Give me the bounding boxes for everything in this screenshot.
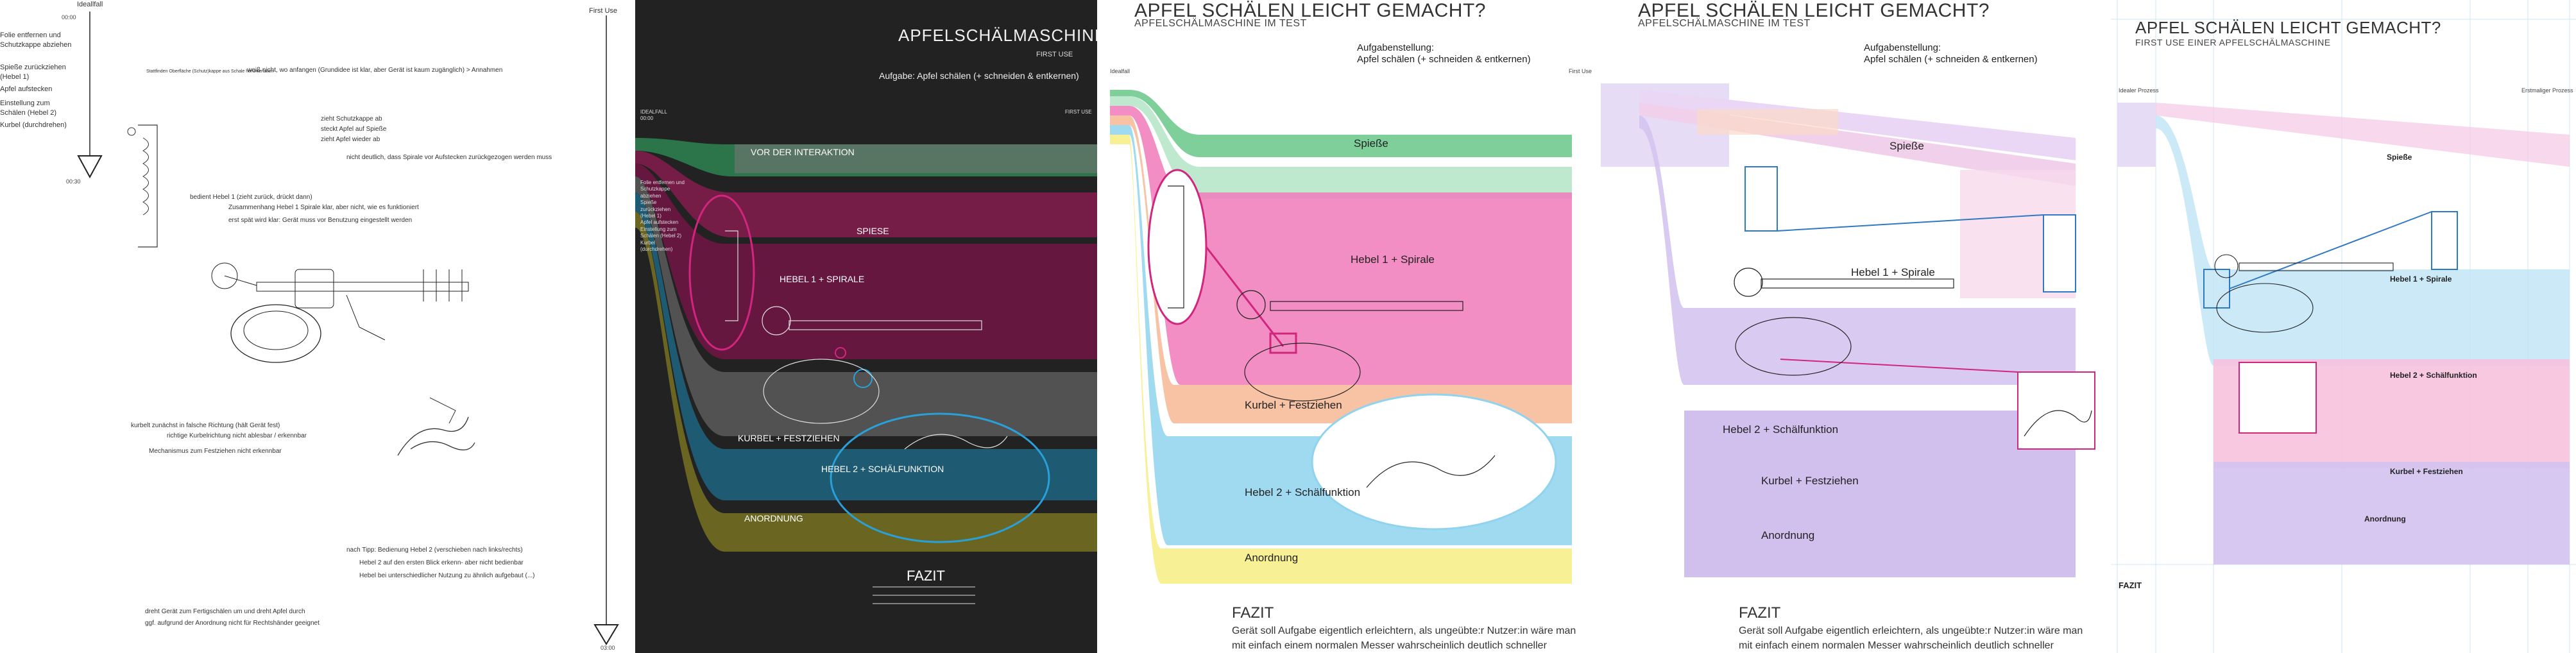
timeline-0030: 00:30 — [66, 178, 81, 185]
p3-task: Apfel schälen (+ schneiden & entkernen) — [1357, 54, 1531, 65]
timeline-arrow-right — [593, 15, 619, 645]
spiral-sketch — [127, 124, 158, 248]
note-4: steckt Apfel auf Spieße — [321, 126, 387, 133]
note-15: Hebel bei unterschiedlicher Nutzung zu ä… — [359, 572, 535, 579]
note-3: zieht Schutzkappe ab — [321, 115, 382, 123]
note-9: erst spät wird klar: Gerät muss vor Benu… — [228, 217, 413, 224]
p3-sec-2: Hebel 1 + Spirale — [1351, 253, 1435, 266]
dark-title: APFELSCHÄLMASCHINE — [898, 26, 1097, 45]
p5-right-label: Erstmaliger Prozess — [2521, 87, 2573, 94]
panel-grid-layout: APFEL SCHÄLEN LEICHT GEMACHT? FIRST USE … — [2111, 0, 2576, 653]
p4-flow — [1601, 83, 2095, 577]
step-5: Kurbel (durchdrehen) — [0, 121, 67, 129]
hand-sketch-1 — [397, 397, 475, 456]
dark-sec-2: SPIESE — [857, 226, 889, 236]
note-1: Stattfinden Oberfläche (Schutz)kappe aus… — [146, 69, 274, 74]
p5-sec-3: Hebel 2 + Schälfunktion — [2390, 371, 2477, 380]
note-14: Hebel 2 auf den ersten Blick erkenn- abe… — [359, 559, 524, 566]
p5-left-label: Idealer Prozess — [2119, 87, 2159, 94]
p4-fazit: FAZIT — [1739, 604, 1781, 622]
p5-sec-1: Spieße — [2387, 153, 2412, 162]
p4-subtitle: APFELSCHÄLMASCHINE IM TEST — [1638, 18, 1811, 29]
p3-subtitle: APFELSCHÄLMASCHINE IM TEST — [1134, 18, 1307, 29]
dark-sub2: Aufgabe: Apfel schälen (+ schneiden & en… — [879, 71, 1079, 81]
timeline-start-label: Ideallfall — [77, 1, 103, 8]
p5-grid — [2111, 0, 2576, 653]
dark-legend-1: Folie entfernen und Schutzkappe abziehen — [640, 180, 685, 199]
p5-subtitle: FIRST USE EINER APFELSCHÄLMASCHINE — [2135, 37, 2331, 47]
p4-sec-5: Anordnung — [1761, 529, 1815, 541]
dark-fazit: FAZIT — [907, 568, 945, 584]
note-5: zieht Apfel wieder ab — [321, 136, 380, 143]
p4-title: APFEL SCHÄLEN LEICHT GEMACHT? — [1638, 0, 1990, 21]
p5-sec-5: Anordnung — [2364, 514, 2406, 523]
p3-sec-5: Anordnung — [1245, 552, 1299, 564]
dark-sec-5: HEBEL 2 + SCHÄLFUNKTION — [821, 464, 944, 474]
timeline-arrow-left — [77, 12, 103, 179]
step-4: Einstellung zum Schälen (Hebel 2) — [0, 99, 57, 117]
step-3: Apfel aufstecken — [0, 85, 53, 93]
p5-sec-2: Hebel 1 + Spirale — [2390, 275, 2452, 284]
dark-t00: 00:00 — [640, 115, 654, 121]
dark-sec-1: VOR DER INTERAKTION — [751, 147, 855, 157]
p5-sec-4: Kurbel + Festziehen — [2390, 467, 2463, 476]
p5-title: APFEL SCHÄLEN LEICHT GEMACHT? — [2135, 18, 2441, 37]
note-12: Mechanismus zum Festziehen nicht erkennb… — [149, 448, 282, 455]
p4-sec-4: Kurbel + Festziehen — [1761, 475, 1859, 487]
p5-fazit: FAZIT — [2119, 581, 2142, 590]
note-10: kurbelt zunächst in falsche Richtung (hä… — [131, 422, 280, 429]
panel-sketch: Ideallfall 00:00 00:30 Folie entfernen u… — [0, 0, 632, 653]
note-6: nicht deutlich, dass Spirale vor Aufstec… — [346, 154, 552, 161]
p3-fazit-text-1: Gerät soll Aufgabe eigentlich erleichter… — [1232, 625, 1576, 636]
note-16: dreht Gerät zum Fertigschälen um und dre… — [145, 608, 305, 615]
dark-sec-3: HEBEL 1 + SPIRALE — [780, 274, 865, 284]
note-7: bedient Hebel 1 (zieht zurück, drückt da… — [190, 194, 312, 201]
p3-fazit: FAZIT — [1232, 604, 1274, 622]
p3-task-label: Aufgabenstellung: — [1357, 42, 1435, 53]
p3-first-label: First Use — [1569, 68, 1592, 74]
dark-right-label: FIRST USE — [1065, 109, 1092, 115]
dark-left-label: IDEALFALL — [640, 109, 667, 115]
dark-legend-5: Kurbel (durchdrehen) — [640, 239, 673, 252]
note-13: nach Tipp: Bedienung Hebel 2 (verschiebe… — [346, 547, 523, 554]
dark-sub1: FIRST USE — [1036, 51, 1073, 58]
p4-sec-1: Spieße — [1889, 140, 1924, 152]
timeline-start-time: 00:00 — [62, 14, 76, 21]
panel-purple-test: APFEL SCHÄLEN LEICHT GEMACHT? APFELSCHÄL… — [1601, 0, 2108, 653]
time-end: 03:00 — [601, 645, 615, 651]
dark-sec-4: KURBEL + FESTZIEHEN — [738, 433, 840, 443]
step-1: Folie entfernen und Schutzkappe abziehen — [0, 31, 72, 49]
p3-ideal-label: Idealfall — [1110, 68, 1130, 74]
step-2: Spieße zurückziehen (Hebel 1) — [0, 64, 66, 81]
machine-sketch — [211, 262, 469, 363]
note-8: Zusammenhang Hebel 1 Spirale klar, aber … — [228, 204, 419, 211]
p4-sec-2: Hebel 1 + Spirale — [1851, 266, 1935, 278]
dark-legend-4: Einstellung zum Schälen (Hebel 2) — [640, 226, 682, 239]
panel-dark: APFELSCHÄLMASCHINE FIRST USE Aufgabe: Ap… — [635, 0, 1097, 653]
p3-sec-1: Spieße — [1354, 137, 1388, 149]
p3-title: APFEL SCHÄLEN LEICHT GEMACHT? — [1134, 0, 1486, 21]
p3-flow — [1110, 90, 1572, 584]
p3-sec-4: Hebel 2 + Schälfunktion — [1245, 486, 1361, 498]
dark-legend-2: Spieße zurückziehen (Hebel 1) — [640, 199, 671, 219]
p3-sec-3: Kurbel + Festziehen — [1245, 399, 1342, 411]
first-use-label: First Use — [589, 7, 617, 15]
note-17: ggf. aufgrund der Anordnung nicht für Re… — [145, 620, 320, 627]
note-2: weiß nicht, wo anfangen (Grundidee ist k… — [247, 67, 503, 74]
p3-fazit-text-2: mit einfach einem normalen Messer wahrsc… — [1232, 640, 1547, 651]
p4-fazit-text-2: mit einfach einem normalen Messer wahrsc… — [1739, 640, 2054, 651]
note-11: richtige Kurbelrichtung nicht ablesbar /… — [167, 432, 307, 439]
p4-fazit-text-1: Gerät soll Aufgabe eigentlich erleichter… — [1739, 625, 2083, 636]
dark-flow — [635, 138, 1097, 604]
dark-legend: Folie entfernen und Schutzkappe abziehen… — [640, 180, 685, 253]
p4-sec-3: Hebel 2 + Schälfunktion — [1723, 423, 1839, 436]
p4-task: Apfel schälen (+ schneiden & entkernen) — [1864, 54, 2038, 65]
dark-sec-6: ANORDNUNG — [744, 513, 803, 523]
dark-legend-3: Apfel aufstecken — [640, 219, 679, 226]
p4-task-label: Aufgabenstellung: — [1864, 42, 1941, 53]
panel-color-test: APFEL SCHÄLEN LEICHT GEMACHT? APFELSCHÄL… — [1097, 0, 1598, 653]
